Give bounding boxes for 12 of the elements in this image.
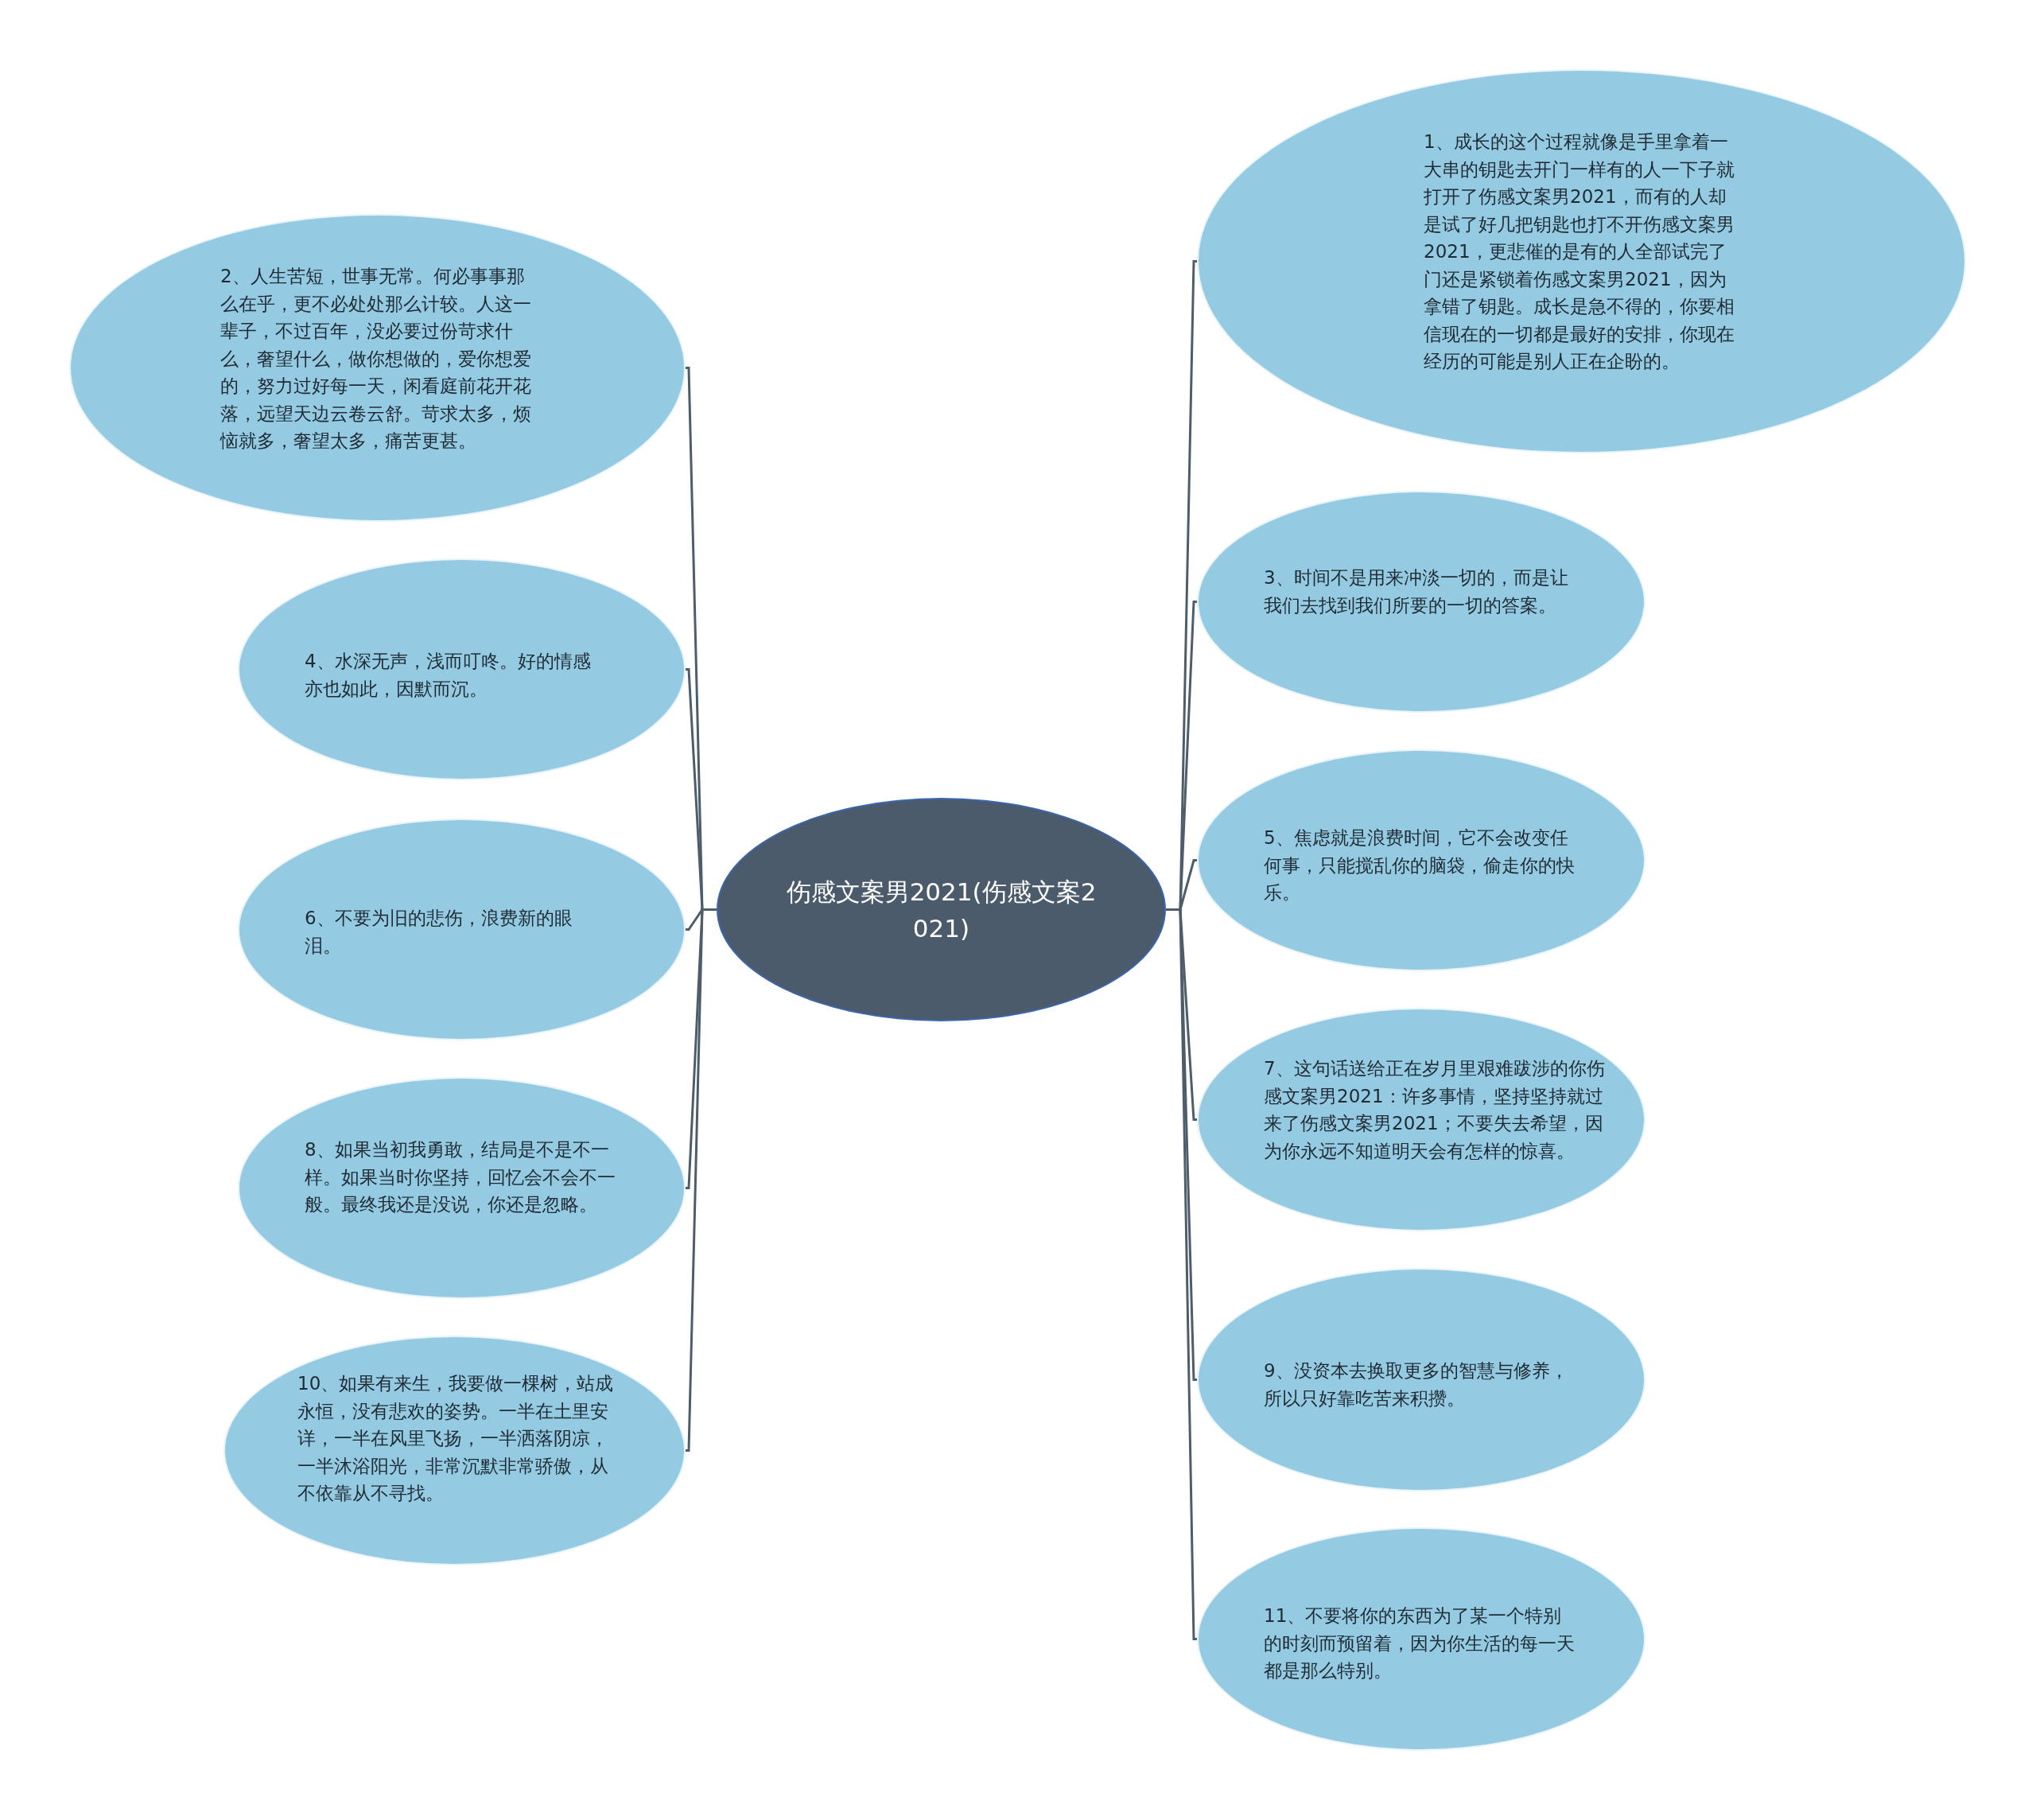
topic-text: 11、不要将你的东西为了某一个特别的时刻而预留着，因为你生活的每一天都是那么特别。 (1264, 1604, 1576, 1682)
topic-text: 1、成长的这个过程就像是手里拿着一大串的钥匙去开门一样有的人一下子就打开了伤感文案男2021，而有的人却是试了好几把钥匙也打不开伤感文案男2021，更悲催的是有的人全部试完了门还是紧锁着伤感文案男2021，因为拿错了钥匙。成长是急不得的，你要相信现在的一切都是最好的安排，你现在经历的可能是别人正在企盼的。 (1424, 130, 1735, 373)
topic-text: 6、不要为旧的悲伤，浪费新的眼泪。 (305, 907, 573, 958)
topic-text: 伤感文案男2021(伤感文案2021) (785, 876, 1098, 944)
topic-text: 5、焦虑就是浪费时间，它不会改变任何事，只能搅乱你的脑袋，偷走你的快乐。 (1264, 826, 1576, 904)
topic-text: 2、人生苦短，世事无常。何必事事那么在乎，更不必处处那么计较。人这一辈子，不过百年，没必要过份苛求什么，奢望什么，做你想做的，爱你想爱的，努力过好每一天，闲看庭前花开花落，远望天边云卷云舒。苛求太多，烦恼就多，奢望太多，痛苦更甚。 (220, 265, 532, 453)
topic-text: 3、时间不是用来冲淡一切的，而是让我们去找到我们所要的一切的答案。 (1264, 566, 1569, 617)
topic-text: 7、这句话送给正在岁月里艰难跋涉的你伤感文案男2021：许多事情，坚持坚持就过来了伤感文案男2021；不要失去希望，因为你永远不知道明天会有怎样的惊喜。 (1264, 1057, 1606, 1163)
topic-text: 4、水深无声，浅而叮咚。好的情感亦也如此，因默而沉。 (305, 650, 592, 701)
topic-text: 8、如果当初我勇敢，结局是不是不一样。如果当时你坚持，回忆会不会不一般。最终我还是没说，你还是忽略。 (305, 1138, 616, 1216)
topic-text: 9、没资本去换取更多的智慧与修养，所以只好靠吃苦来积攒。 (1264, 1359, 1569, 1410)
topic-text: 10、如果有来生，我要做一棵树，站成永恒，没有悲欢的姿势。一半在土里安详，一半在风里飞扬，一半洒落阴凉，一半沐浴阳光，非常沉默非常骄傲，从不依靠从不寻找。 (297, 1372, 615, 1505)
